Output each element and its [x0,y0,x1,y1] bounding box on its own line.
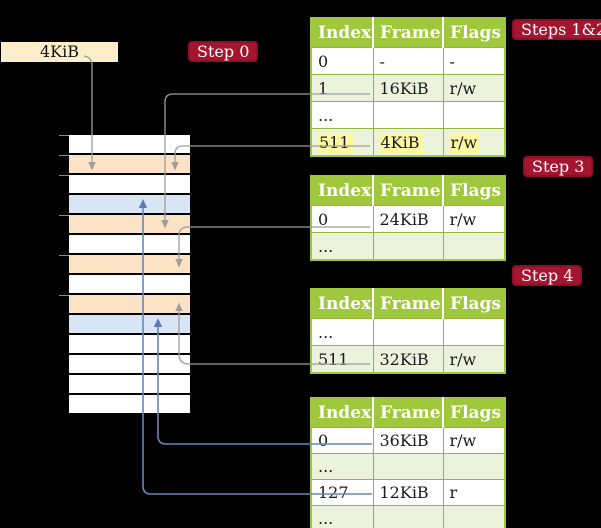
memory-row-white [69,175,190,193]
memory-row-peach [69,155,190,173]
memory-row-white [69,355,190,373]
memory-column [69,135,190,415]
table-cell [372,232,444,261]
table-cell [372,453,444,480]
memory-row-white [69,335,190,353]
table-cell: r [442,479,506,506]
table-cell [442,232,506,261]
table-cell [442,505,506,528]
column-header-flags: Flags [443,398,505,428]
tick-mark [59,155,69,156]
column-header-frame: Frame [373,398,444,428]
table-cell: 36KiB [372,427,444,454]
tick-mark [59,255,69,256]
memory-row-peach [69,255,190,273]
table-cell: - [442,47,506,75]
table-cell: 1 [310,74,374,102]
memory-row-white [69,395,190,413]
table-cell: 32KiB [372,345,444,374]
table-row: ... [310,101,506,129]
memory-row-peach [69,215,190,233]
badge-step-3: Step 3 [523,156,594,177]
table-cell: 511 [310,345,374,374]
column-header-index: Index [311,18,374,48]
tick-mark [59,175,69,176]
column-header-flags: Flags [443,176,505,206]
table-cell: 127 [310,479,374,506]
table-cell: ... [310,101,374,129]
table-row: ... [310,232,506,261]
memory-row-white [69,275,190,293]
table-row: 0-- [310,47,506,75]
frame-4kib-box: 4KiB [1,42,118,62]
column-header-index: Index [311,398,374,428]
badge-steps-1-2: Steps 1&2 [512,19,601,40]
column-header-flags: Flags [443,289,505,319]
table-cell: r/w [442,205,506,233]
memory-row-white [69,235,190,253]
table-cell: 16KiB [372,74,444,102]
memory-row-blue [69,315,190,333]
column-header-frame: Frame [373,18,444,48]
table-cell: 12KiB [372,479,444,506]
table-cell: ... [310,232,374,261]
table-cell [442,453,506,480]
memory-row-blue [69,195,190,213]
table-cell: r/w [442,345,506,374]
table-cell: r/w [442,427,506,454]
table-cell: - [372,47,444,75]
table-cell: r/w [442,74,506,102]
highlighted-value: r/w [449,132,481,153]
table-cell: 0 [310,427,374,454]
column-header-flags: Flags [443,18,505,48]
table-row: 511 4KiB r/w [310,128,506,157]
table-cell [372,505,444,528]
table-cell: ... [310,453,374,480]
table-cell: r/w [442,128,506,157]
table-cell: 0 [310,205,374,233]
table-row: ... [310,453,506,480]
table-cell: 0 [310,47,374,75]
memory-row-white [69,375,190,393]
table-cell: 24KiB [372,205,444,233]
table-cell: ... [310,505,374,528]
tick-mark [59,215,69,216]
table-cell [442,101,506,129]
table-cell [372,318,444,346]
badge-step-4: Step 4 [512,265,583,286]
badge-step-0: Step 0 [188,41,259,62]
column-header-index: Index [311,289,374,319]
column-header-frame: Frame [373,176,444,206]
table-cell: ... [310,318,374,346]
column-header-index: Index [311,176,374,206]
tick-mark [59,295,69,296]
table-cell [442,318,506,346]
tick-mark [59,135,69,136]
highlighted-value: 511 [318,132,353,153]
table-cell: 511 [310,128,374,157]
column-header-frame: Frame [373,289,444,319]
highlighted-value: 4KiB [379,132,423,153]
table-cell: 4KiB [372,128,444,157]
table-row: ... [310,505,506,528]
memory-row-white [69,135,190,153]
table-row: ... [310,318,506,346]
memory-row-peach [69,295,190,313]
table-cell [372,101,444,129]
